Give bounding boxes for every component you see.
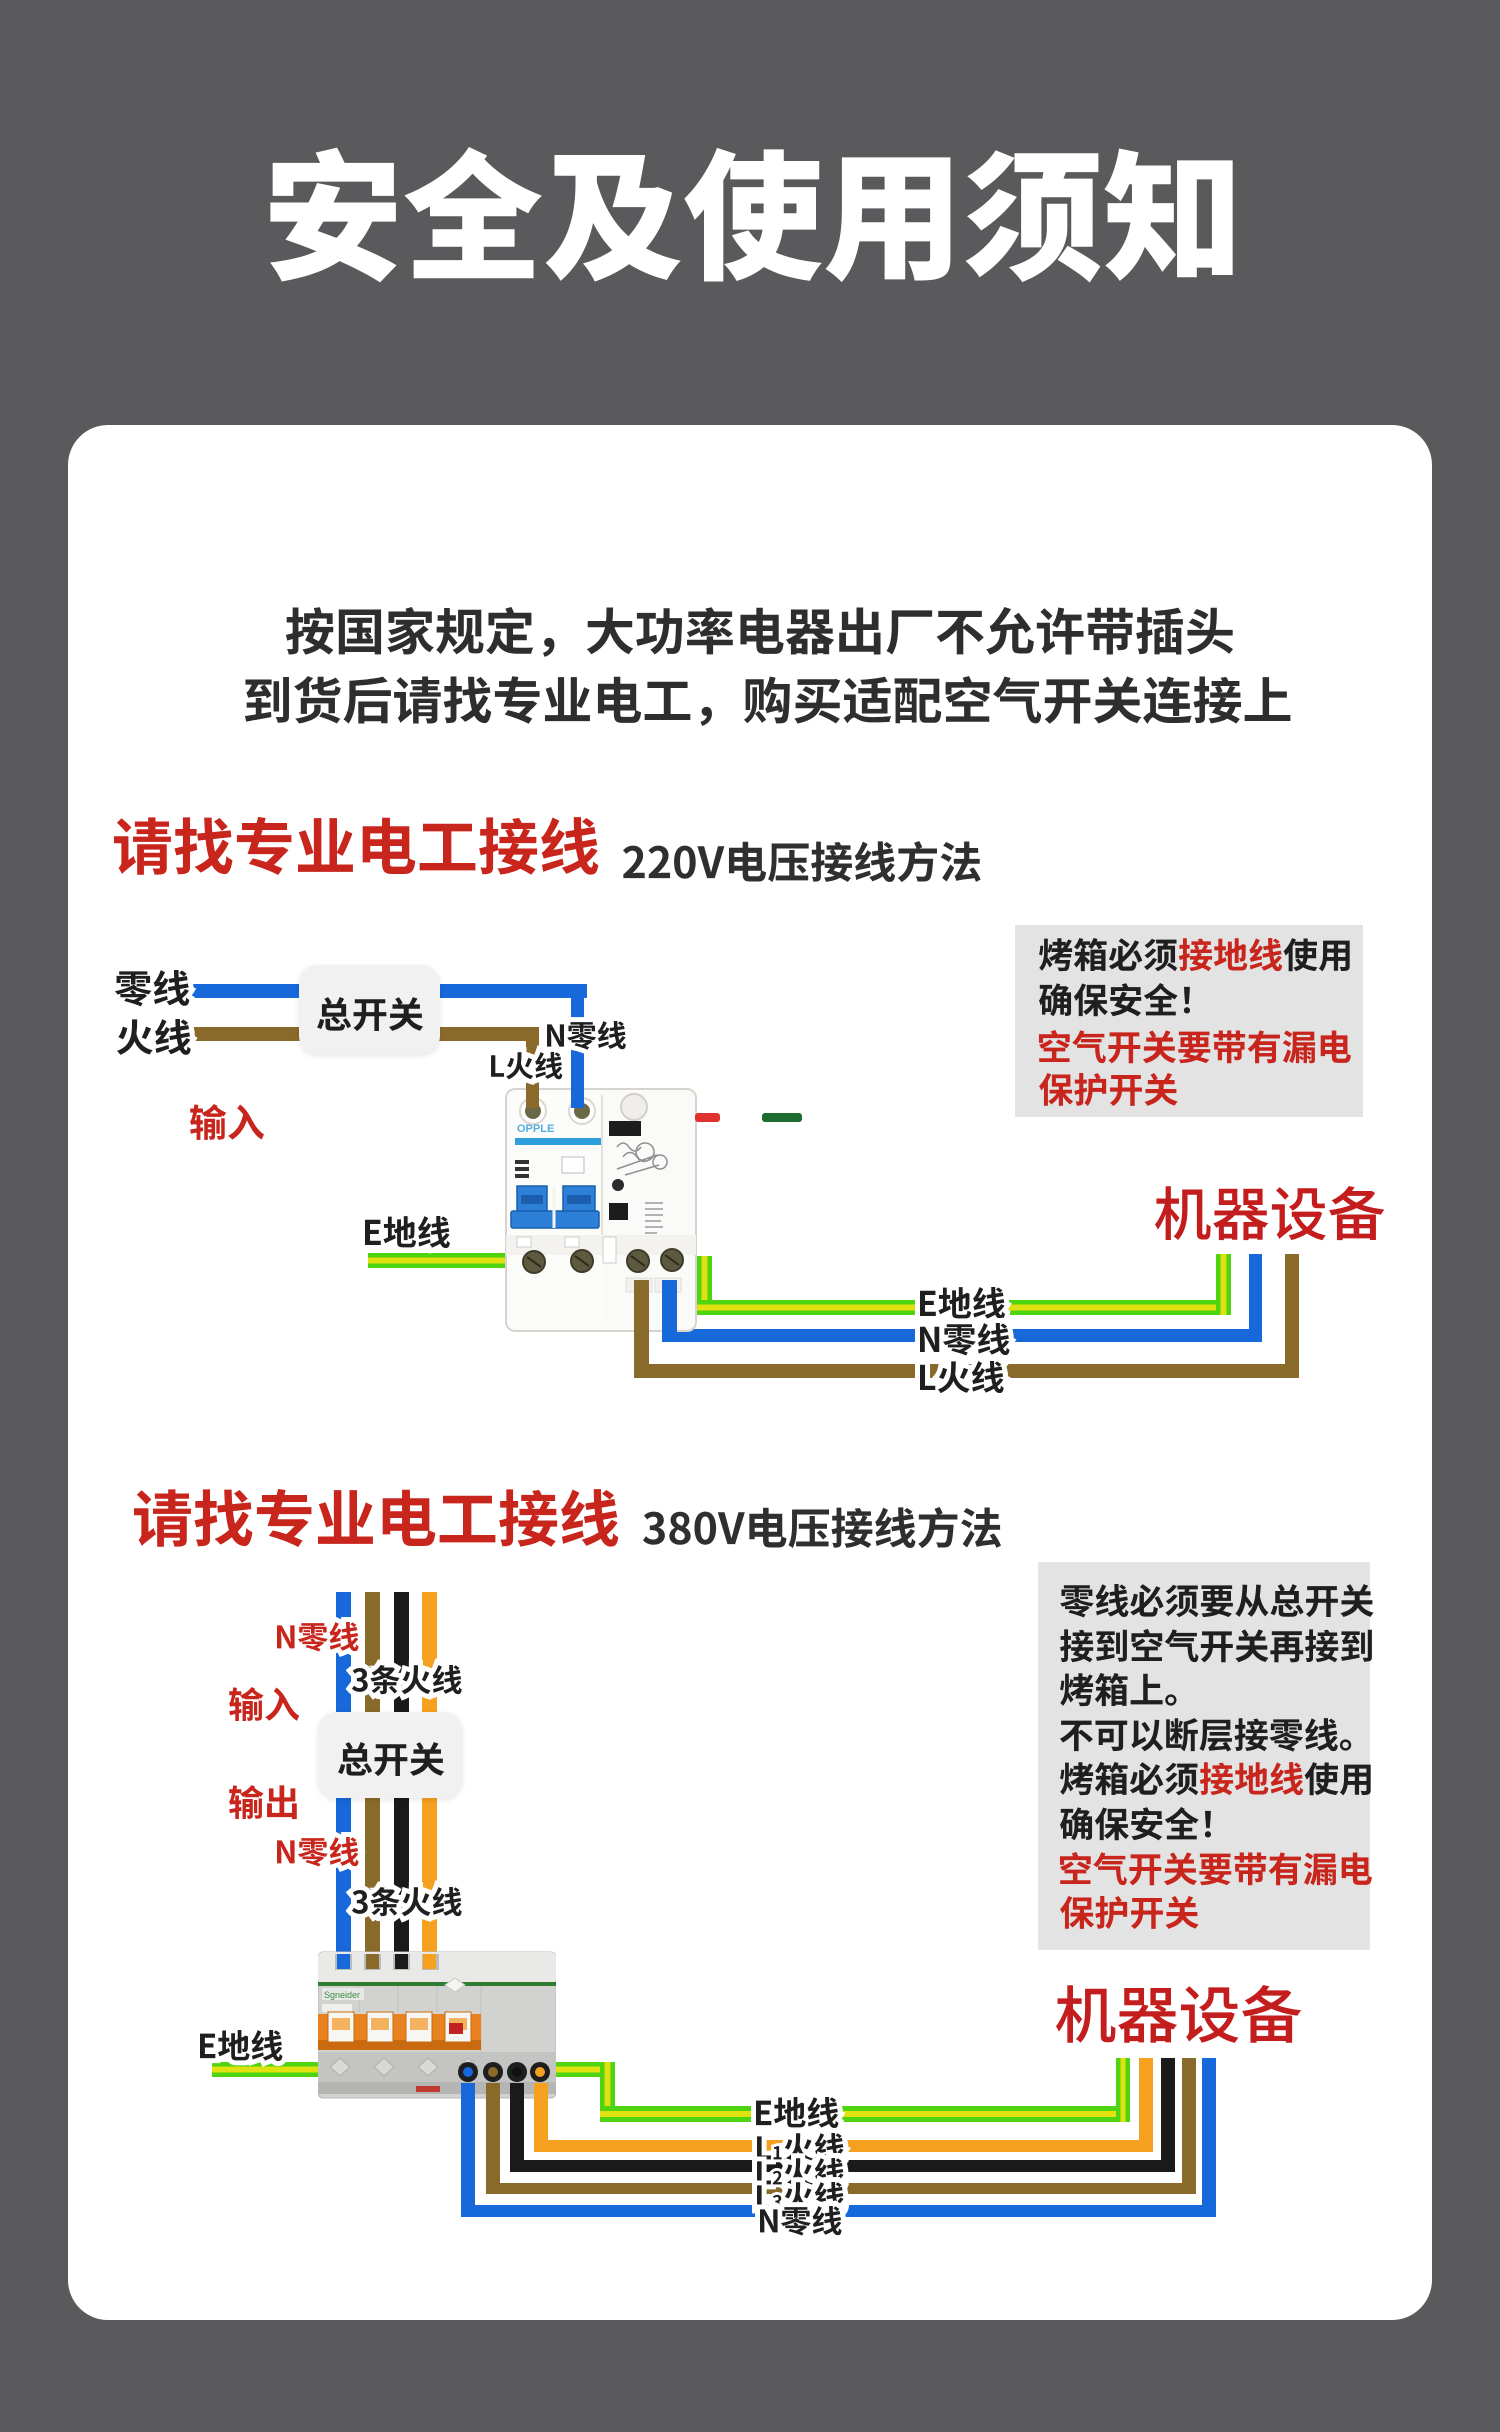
svg-text:Sgneider: Sgneider bbox=[324, 1990, 360, 2000]
svg-text:OPPLE: OPPLE bbox=[517, 1123, 554, 1135]
